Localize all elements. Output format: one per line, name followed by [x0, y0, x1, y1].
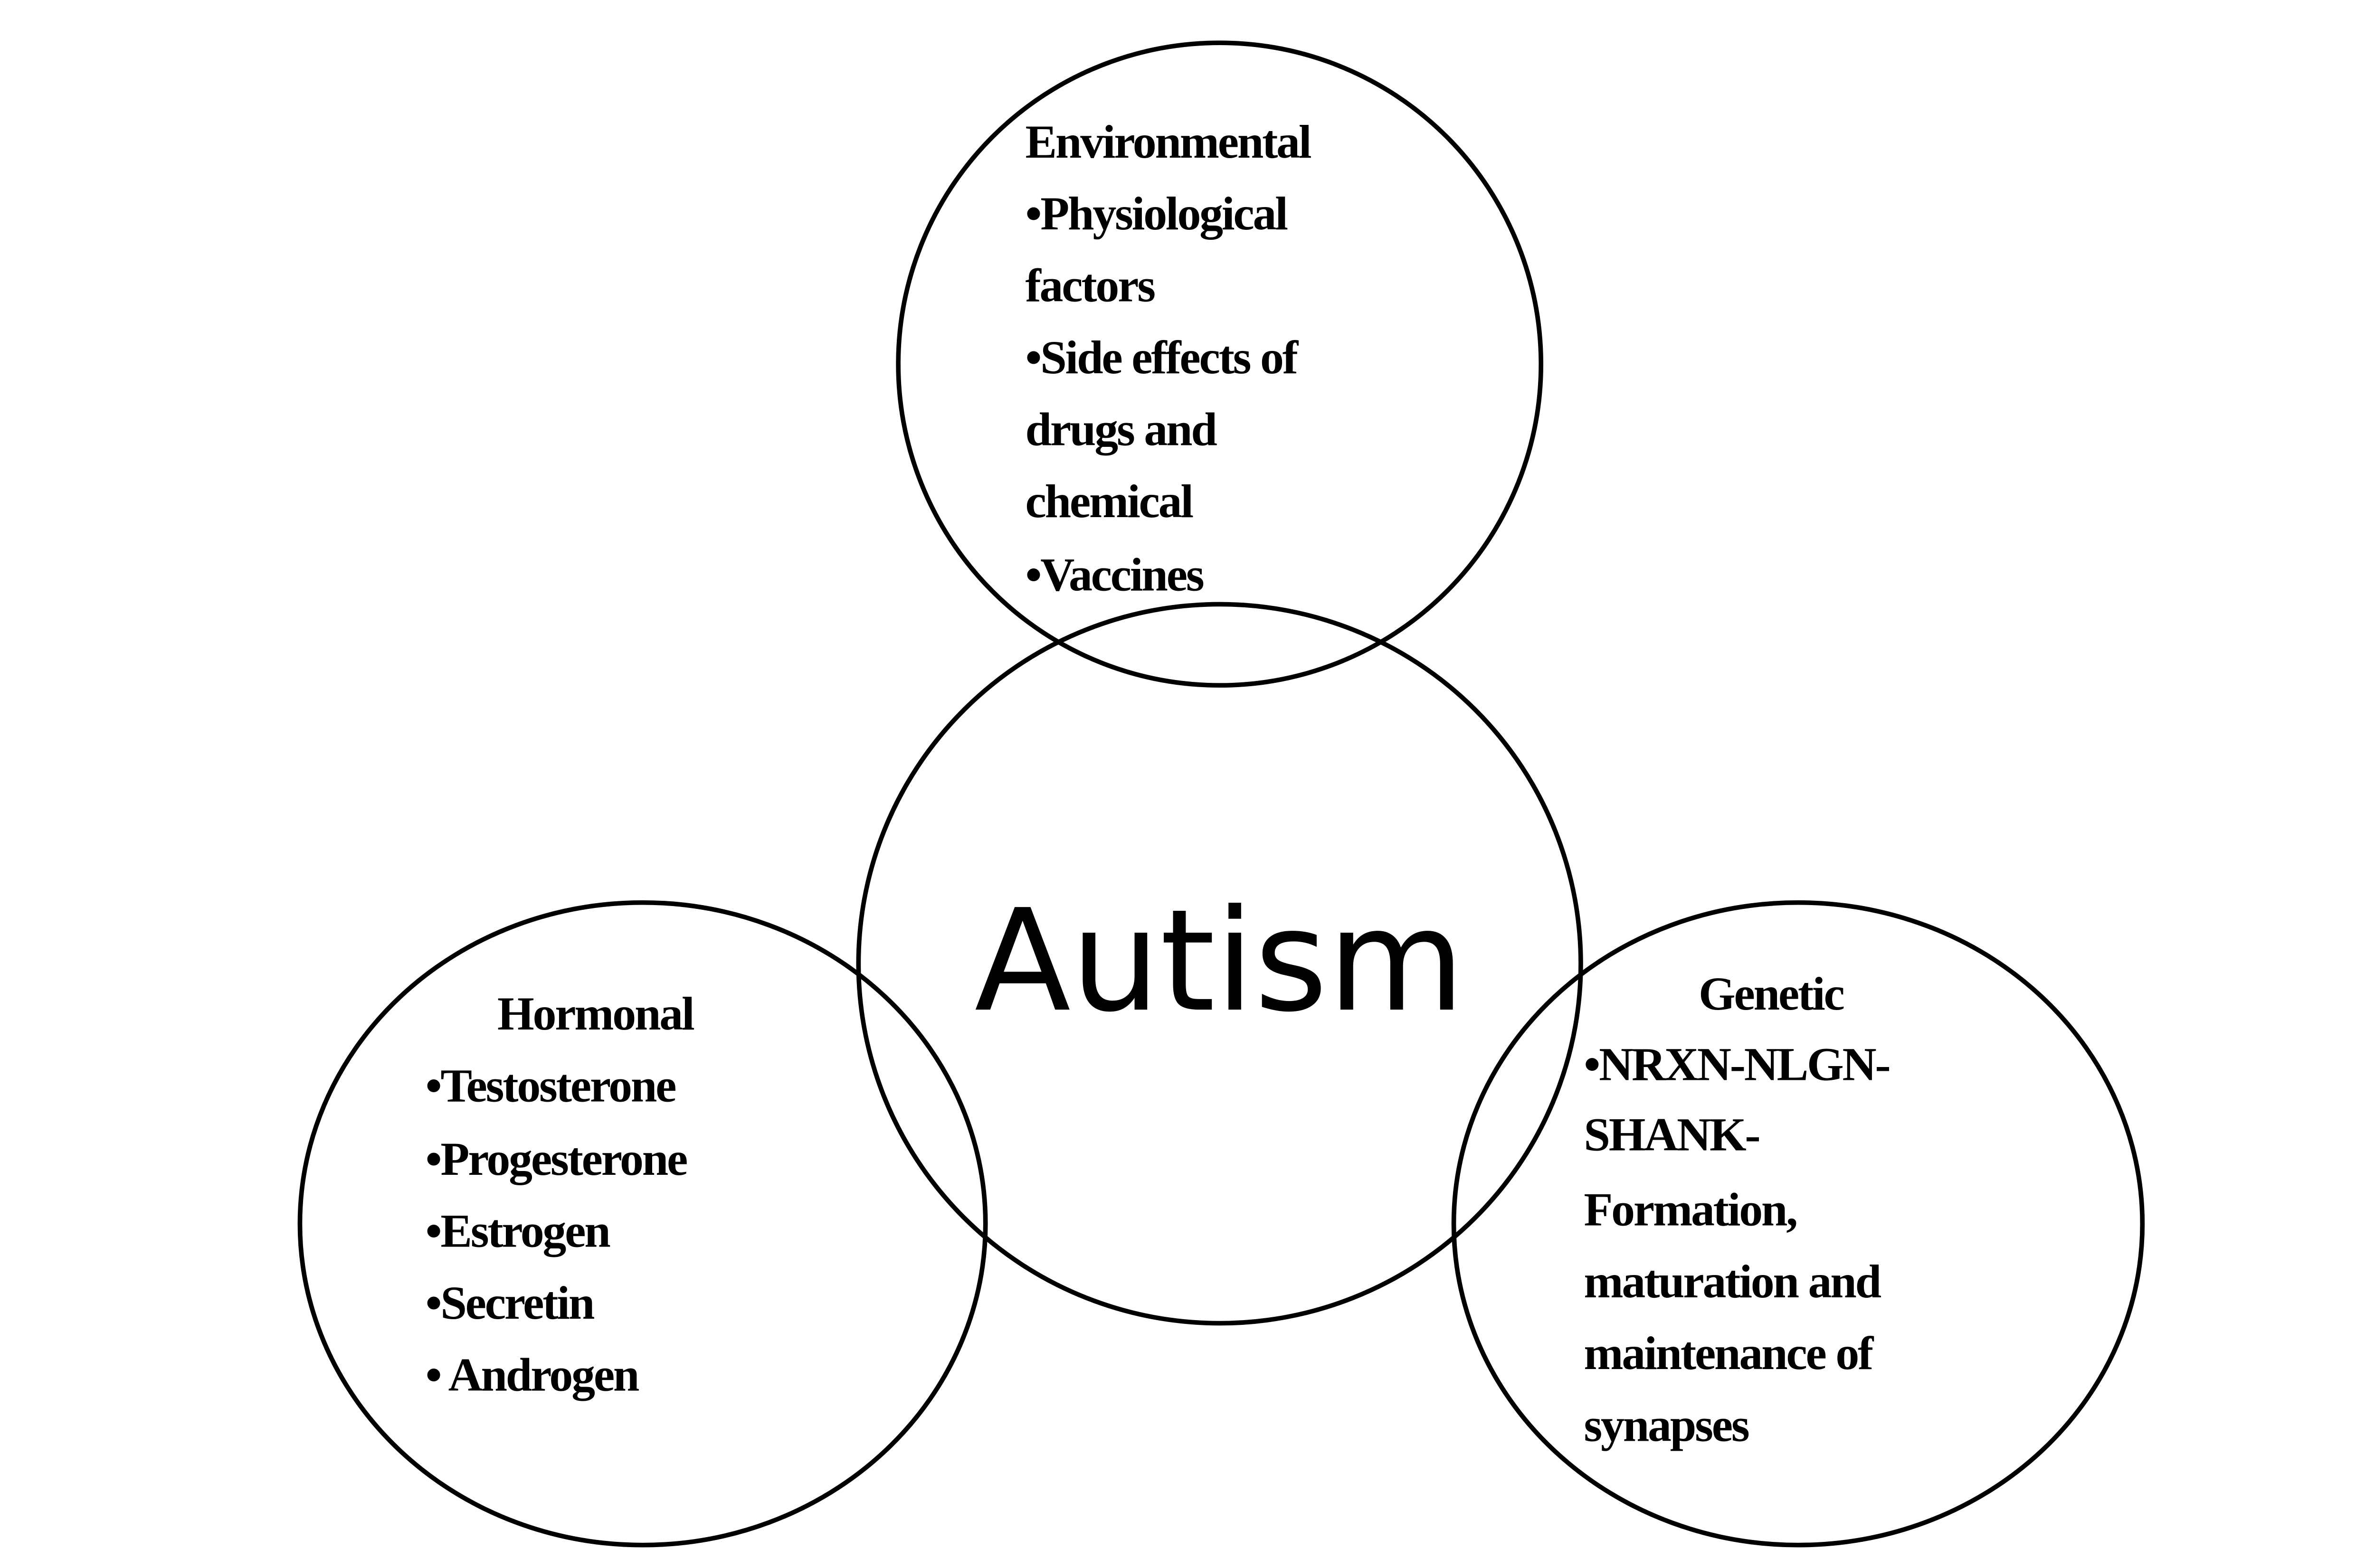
environmental-line: •Side effects of — [1026, 331, 1299, 384]
genetic-line: synapses — [1584, 1399, 1748, 1452]
hormonal-line: •Testosterone — [426, 1059, 676, 1112]
environmental-line: chemical — [1026, 475, 1194, 528]
autism-circle — [856, 602, 1583, 1326]
genetic-line: maintenance of — [1584, 1327, 1874, 1379]
hormonal-line: •Secretin — [426, 1276, 595, 1329]
environmental-line: drugs and — [1026, 403, 1217, 455]
environmental-line: •Physiological — [1026, 187, 1288, 240]
genetic-title: Genetic — [1699, 967, 1844, 1020]
genetic-line: maturation and — [1584, 1255, 1881, 1308]
genetic-line: SHANK- — [1584, 1108, 1759, 1161]
genetic-line: •NRXN-NLGN- — [1584, 1038, 1889, 1090]
environmental-line: factors — [1026, 259, 1155, 312]
hormonal-line: • Androgen — [426, 1348, 639, 1401]
genetic-circle — [1451, 900, 2145, 1548]
environmental-circle — [896, 40, 1544, 688]
hormonal-line: •Estrogen — [426, 1204, 611, 1257]
hormonal-title: Hormonal — [497, 987, 694, 1040]
environmental-line: •Vaccines — [1026, 548, 1204, 601]
autism-label: Autism — [975, 879, 1465, 1043]
hormonal-circle — [297, 900, 988, 1548]
hormonal-line: •Progesterone — [426, 1133, 687, 1185]
genetic-line: Formation, — [1584, 1183, 1796, 1236]
environmental-title: Environmental — [1026, 115, 1311, 168]
